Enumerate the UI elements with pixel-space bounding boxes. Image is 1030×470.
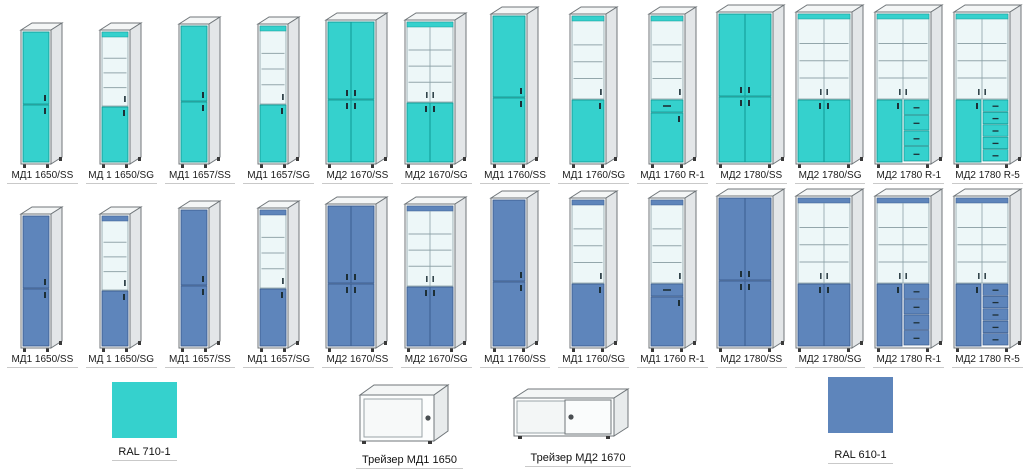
cabinet-item: МД2 1780 R-5 bbox=[948, 0, 1027, 184]
cabinet-label: МД2 1670/SG bbox=[400, 353, 472, 368]
cabinet-item: МД1 1657/SG bbox=[239, 0, 318, 184]
cabinet-illustration bbox=[255, 16, 301, 168]
cabinet-illustration bbox=[646, 6, 698, 168]
cabinet-illustration bbox=[873, 188, 944, 352]
cabinet-label: МД1 1650/SS bbox=[7, 353, 78, 368]
cabinet-label: МД1 1657/SG bbox=[243, 353, 315, 368]
cabinet-item: МД1 1657/SG bbox=[239, 184, 318, 368]
cabinet-item: МД2 1780/SS bbox=[712, 0, 791, 184]
cabinet-item: МД1 1760/SG bbox=[554, 0, 633, 184]
cabinet-illustration bbox=[403, 196, 468, 352]
cabinet-illustration bbox=[98, 22, 143, 168]
cabinet-illustration bbox=[19, 22, 65, 168]
cabinet-item: МД2 1780 R-5 bbox=[948, 184, 1027, 368]
legend-ral-610-1: RAL 610-1 bbox=[828, 377, 893, 464]
cabinet-label: МД2 1780 R-5 bbox=[952, 353, 1023, 368]
cabinet-illustration bbox=[255, 200, 301, 352]
cabinet-item: МД1 1760/SS bbox=[476, 0, 555, 184]
ral-710-1-label: RAL 710-1 bbox=[112, 446, 177, 461]
cabinet-item: МД 1 1650/SG bbox=[82, 0, 161, 184]
treizer-md2-illustration bbox=[512, 388, 630, 439]
cabinet-row-turquoise: МД1 1650/SS МД 1 1650/SG МД1 1657/SS МД1 16… bbox=[0, 0, 1030, 184]
cabinet-item: МД2 1780/SG bbox=[791, 184, 870, 368]
color-swatch-blue bbox=[828, 377, 893, 433]
cabinet-label: МД2 1780 R-1 bbox=[873, 353, 945, 368]
cabinet-item: МД2 1670/SG bbox=[397, 184, 476, 368]
legend-row: RAL 710-1 Трейзер МД1 1650 bbox=[0, 368, 1030, 470]
cabinet-label: МД1 1657/SG bbox=[243, 169, 315, 184]
cabinet-label: МД2 1780 R-1 bbox=[873, 169, 945, 184]
legend-treizer-md2: Трейзер МД2 1670 bbox=[512, 386, 644, 467]
cabinet-item: МД1 1760 R-1 bbox=[633, 0, 712, 184]
cabinet-label: МД1 1760/SS bbox=[479, 169, 551, 184]
cabinet-label: МД2 1780 R-5 bbox=[952, 169, 1023, 184]
legend-ral-710-1: RAL 710-1 bbox=[112, 382, 177, 461]
treizer-md1-label: Трейзер МД1 1650 bbox=[356, 454, 463, 469]
cabinet-label: МД2 1780/SG bbox=[794, 353, 866, 368]
cabinet-illustration bbox=[794, 188, 865, 352]
cabinet-illustration bbox=[324, 12, 390, 168]
cabinet-item: МД2 1780/SG bbox=[791, 0, 870, 184]
cabinet-row-blue: МД1 1650/SS МД 1 1650/SG МД1 1657/SS МД1 16… bbox=[0, 184, 1030, 368]
cabinet-label: МД1 1760 R-1 bbox=[637, 169, 708, 184]
cabinet-item: МД1 1760 R-1 bbox=[633, 184, 712, 368]
cabinet-label: МД1 1760/SS bbox=[479, 353, 551, 368]
treizer-md2-handle-icon bbox=[568, 414, 574, 420]
cabinet-illustration bbox=[951, 4, 1023, 168]
cabinet-item: МД1 1760/SS bbox=[476, 184, 555, 368]
cabinet-illustration bbox=[646, 190, 698, 352]
cabinet-item: МД1 1760/SG bbox=[554, 184, 633, 368]
cabinet-label: МД2 1670/SS bbox=[322, 169, 393, 184]
cabinet-illustration bbox=[19, 206, 65, 352]
cabinet-illustration bbox=[715, 188, 786, 352]
cabinet-item: МД2 1780 R-1 bbox=[869, 0, 948, 184]
cabinet-illustration bbox=[98, 206, 143, 352]
ral-610-1-label: RAL 610-1 bbox=[828, 449, 893, 464]
cabinet-illustration bbox=[324, 196, 390, 352]
cabinet-label: МД2 1670/SS bbox=[322, 353, 393, 368]
cabinet-label: МД 1 1650/SG bbox=[85, 169, 157, 184]
cabinet-label: МД 1 1650/SG bbox=[85, 353, 157, 368]
cabinet-item: МД2 1670/SS bbox=[318, 0, 397, 184]
cabinet-item: МД1 1650/SS bbox=[3, 184, 82, 368]
treizer-md1-handle-icon bbox=[425, 415, 432, 421]
cabinet-label: МД2 1780/SG bbox=[794, 169, 866, 184]
cabinet-item: МД1 1650/SS bbox=[3, 0, 82, 184]
cabinet-label: МД1 1657/SS bbox=[164, 353, 236, 368]
cabinet-illustration bbox=[951, 188, 1023, 352]
cabinet-illustration bbox=[177, 16, 222, 168]
cabinet-label: МД2 1780/SS bbox=[715, 353, 787, 368]
cabinet-illustration bbox=[568, 6, 619, 168]
cabinet-item: МД2 1780/SS bbox=[712, 184, 791, 368]
cabinet-item: МД1 1657/SS bbox=[161, 184, 240, 368]
cabinet-label: МД1 1760/SG bbox=[558, 169, 630, 184]
legend-treizer-md1: Трейзер МД1 1650 bbox=[356, 382, 463, 469]
cabinet-label: МД1 1760/SG bbox=[558, 353, 630, 368]
cabinet-label: МД1 1760 R-1 bbox=[637, 353, 708, 368]
cabinet-label: МД2 1670/SG bbox=[400, 169, 472, 184]
cabinet-item: МД2 1670/SG bbox=[397, 0, 476, 184]
cabinet-illustration bbox=[794, 4, 865, 168]
cabinet-illustration bbox=[489, 6, 540, 168]
cabinet-item: МД 1 1650/SG bbox=[82, 184, 161, 368]
cabinet-illustration bbox=[568, 190, 619, 352]
cabinet-label: МД1 1657/SS bbox=[164, 169, 236, 184]
cabinet-label: МД1 1650/SS bbox=[7, 169, 78, 184]
color-swatch-turquoise bbox=[112, 382, 177, 438]
cabinet-illustration bbox=[489, 190, 540, 352]
cabinet-item: МД2 1780 R-1 bbox=[869, 184, 948, 368]
cabinet-illustration bbox=[403, 12, 468, 168]
cabinet-illustration bbox=[873, 4, 944, 168]
treizer-md2-label: Трейзер МД2 1670 bbox=[524, 452, 632, 467]
cabinet-illustration bbox=[177, 200, 222, 352]
cabinet-illustration bbox=[715, 4, 786, 168]
cabinet-item: МД2 1670/SS bbox=[318, 184, 397, 368]
cabinet-item: МД1 1657/SS bbox=[161, 0, 240, 184]
cabinet-label: МД2 1780/SS bbox=[715, 169, 787, 184]
treizer-md1-illustration bbox=[358, 384, 451, 444]
cabinet-rows: МД1 1650/SS МД 1 1650/SG МД1 1657/SS МД1 16… bbox=[0, 0, 1030, 368]
